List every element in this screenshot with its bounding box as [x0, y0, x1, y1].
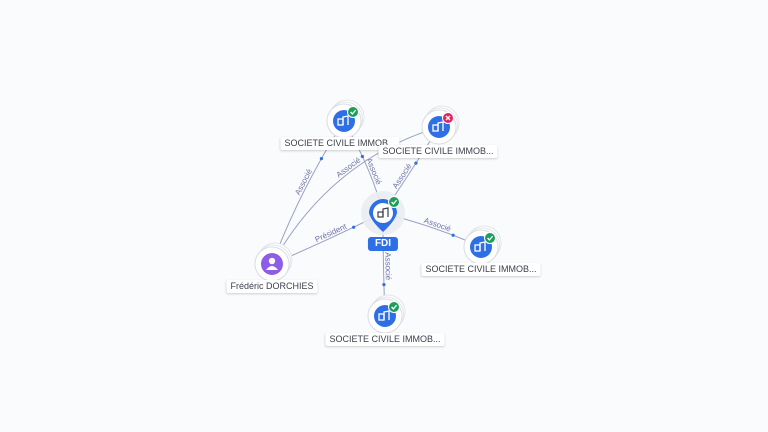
person-node[interactable]: [254, 242, 293, 282]
person-icon: [266, 257, 278, 270]
company-node[interactable]: [421, 105, 460, 145]
building-icon: [432, 121, 444, 132]
company-node[interactable]: [367, 294, 406, 334]
edge-arrow: [352, 225, 356, 229]
edge-arrow: [360, 154, 364, 159]
edge-label: Associé: [391, 162, 414, 191]
edge-label: Président: [314, 221, 349, 244]
edge-arrow: [451, 233, 455, 237]
person-node-label[interactable]: Frédéric DORCHIES: [226, 280, 318, 293]
active-status-icon: [388, 301, 400, 313]
edge-arrow: [382, 282, 386, 287]
edge-arrow: [319, 157, 324, 161]
company-node[interactable]: [326, 99, 365, 139]
center-node[interactable]: [361, 191, 405, 235]
edge-label: Associé: [335, 155, 363, 179]
center-node-label[interactable]: FDI: [367, 237, 399, 251]
company-node[interactable]: [463, 225, 502, 265]
edge-label: Associé: [364, 157, 383, 187]
company-node-label[interactable]: SOCIETE CIVILE IMMOB...: [421, 263, 541, 276]
edge-line: [271, 126, 440, 265]
active-status-icon: [388, 196, 400, 208]
company-node-label[interactable]: SOCIETE CIVILE IMMOB...: [280, 137, 400, 150]
closed-status-icon: [442, 112, 454, 124]
building-icon: [377, 207, 389, 218]
building-icon: [474, 241, 486, 252]
active-status-icon: [347, 106, 359, 118]
edge-label: Associé: [383, 252, 393, 281]
active-status-icon: [484, 232, 496, 244]
edge-label: Associé: [423, 216, 453, 234]
company-node-label[interactable]: SOCIETE CIVILE IMMOB...: [378, 145, 498, 158]
building-icon: [378, 310, 390, 321]
company-node-label[interactable]: SOCIETE CIVILE IMMOB...: [325, 333, 445, 346]
building-icon: [337, 115, 349, 126]
edge-arrow: [414, 161, 418, 165]
